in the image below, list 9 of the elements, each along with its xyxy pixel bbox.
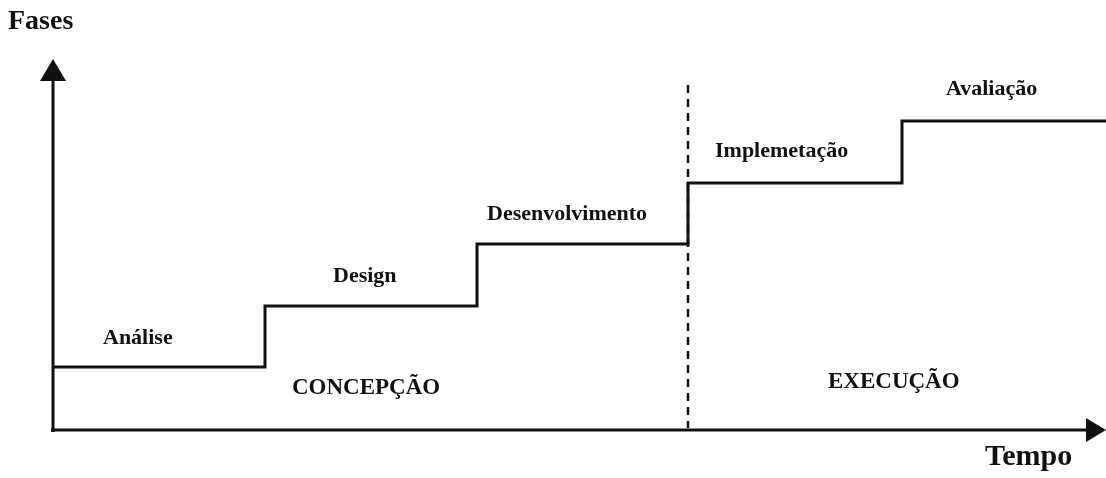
phase-label: Análise bbox=[103, 326, 173, 348]
stage-label: CONCEPÇÃO bbox=[292, 375, 441, 398]
axis-title: Tempo bbox=[985, 440, 1073, 470]
stage-label: EXECUÇÃO bbox=[828, 369, 960, 392]
phase-label: Design bbox=[333, 264, 397, 286]
phase-label: Implemetação bbox=[715, 139, 849, 161]
phase-label: Avaliação bbox=[946, 77, 1038, 99]
phase-label: Desenvolvimento bbox=[487, 202, 648, 224]
axis-title: Fases bbox=[8, 6, 74, 34]
